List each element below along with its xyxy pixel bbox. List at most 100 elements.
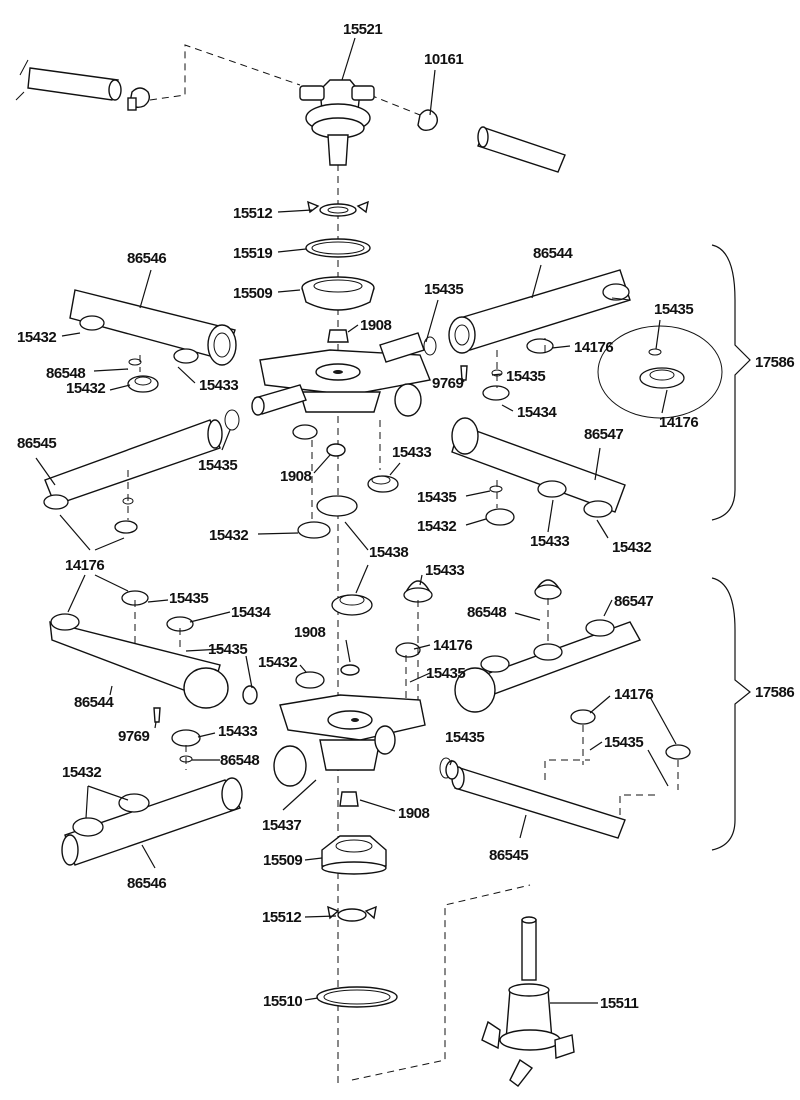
nozzle-axis-lines-upper bbox=[127, 338, 546, 520]
valve-body-15521 bbox=[299, 79, 375, 166]
label-14176-detail: 14176 bbox=[659, 414, 698, 431]
label-15432-g: 15432 bbox=[62, 764, 101, 781]
label-15509-top: 15509 bbox=[233, 285, 272, 302]
part-labels: 15521 10161 15512 15519 15509 1908 15435… bbox=[17, 21, 795, 1012]
arm-86546-upper bbox=[69, 289, 237, 366]
nozzle-axis-lines-lower bbox=[134, 598, 679, 815]
label-15438: 15438 bbox=[369, 544, 408, 561]
nozzles-86546-upper bbox=[79, 315, 199, 393]
label-15521: 15521 bbox=[343, 21, 382, 38]
nozzles-86545-upper bbox=[43, 494, 138, 534]
arm-86544-lower bbox=[49, 621, 229, 709]
label-86548-upper: 86548 bbox=[46, 365, 85, 382]
nozzle-15438 bbox=[331, 594, 373, 616]
label-86547-upper: 86547 bbox=[584, 426, 623, 443]
arm-86546-lower bbox=[61, 777, 243, 866]
nozzles-86547-upper bbox=[485, 480, 613, 526]
label-15435-d: 15435 bbox=[198, 457, 237, 474]
label-15435-g: 15435 bbox=[208, 641, 247, 658]
bracket-upper bbox=[711, 244, 751, 521]
label-15435-j: 15435 bbox=[445, 729, 484, 746]
nozzles-86544-lower bbox=[50, 590, 194, 632]
label-15434-upper: 15434 bbox=[517, 404, 557, 421]
pipe-stub-upper-left bbox=[224, 384, 307, 431]
label-86546-upper: 86546 bbox=[127, 250, 166, 267]
label-15433-e: 15433 bbox=[218, 723, 257, 740]
label-15433-c: 15433 bbox=[530, 533, 569, 550]
label-15433-a: 15433 bbox=[199, 377, 238, 394]
label-86544-lower: 86544 bbox=[74, 694, 114, 711]
label-1908-b: 1908 bbox=[280, 468, 312, 485]
screw-9769-upper bbox=[460, 365, 468, 381]
label-15435-top: 15435 bbox=[424, 281, 463, 298]
hub-lower bbox=[273, 694, 426, 787]
hose-clamp-right-10161 bbox=[417, 109, 439, 132]
label-10161: 10161 bbox=[424, 51, 463, 68]
fitting-1908-lower bbox=[340, 664, 360, 676]
fitting-1908-bottom bbox=[339, 791, 359, 807]
label-86546-lower: 86546 bbox=[127, 875, 166, 892]
arm-86547-upper bbox=[451, 417, 626, 513]
label-15435-b: 15435 bbox=[506, 368, 545, 385]
label-15432-a: 15432 bbox=[17, 329, 56, 346]
nozzles-86547-lower bbox=[480, 619, 615, 673]
label-14176-d: 14176 bbox=[433, 637, 472, 654]
gasket-15519 bbox=[305, 238, 371, 258]
nut-15509-bottom bbox=[321, 835, 387, 875]
label-1908-d: 1908 bbox=[398, 805, 430, 822]
label-15433-b: 15433 bbox=[392, 444, 431, 461]
label-14176-c: 14176 bbox=[65, 557, 104, 574]
label-15511: 15511 bbox=[600, 995, 639, 1012]
nut-15509-top bbox=[301, 276, 375, 311]
bottom-dash-line bbox=[351, 884, 531, 1081]
pipe-stub-upper-right bbox=[379, 332, 437, 417]
label-15512-bottom: 15512 bbox=[262, 909, 301, 926]
gasket-15510 bbox=[316, 986, 398, 1008]
label-15433-d: 15433 bbox=[425, 562, 464, 579]
screw-9769-lower bbox=[153, 707, 161, 723]
label-86548-b: 86548 bbox=[467, 604, 506, 621]
arm-86545-upper bbox=[44, 419, 223, 506]
nozzles-86545-lower bbox=[570, 709, 691, 760]
arm-86547-lower bbox=[454, 621, 642, 713]
nozzle-15433-lower-top bbox=[403, 580, 433, 603]
label-15432-b: 15432 bbox=[66, 380, 105, 397]
nozzles-center-lower bbox=[242, 642, 459, 780]
hose-clamp-left bbox=[127, 87, 151, 111]
label-86545-lower: 86545 bbox=[489, 847, 528, 864]
valve-15511 bbox=[481, 916, 575, 1087]
bracket-lower bbox=[711, 577, 751, 851]
label-14176-a: 14176 bbox=[574, 339, 613, 356]
label-15435-e: 15435 bbox=[417, 489, 456, 506]
label-15512-top: 15512 bbox=[233, 205, 272, 222]
label-15432-e: 15432 bbox=[612, 539, 651, 556]
label-86545-upper: 86545 bbox=[17, 435, 56, 452]
leader-lines bbox=[35, 37, 677, 1004]
supply-dash-line-right bbox=[369, 94, 421, 116]
label-15432-f: 15432 bbox=[258, 654, 297, 671]
label-15435-detail: 15435 bbox=[654, 301, 693, 318]
label-17586-lower: 17586 bbox=[755, 684, 794, 701]
clip-15512-top bbox=[307, 200, 369, 217]
arm-86545-lower bbox=[439, 757, 626, 839]
label-15437: 15437 bbox=[262, 817, 301, 834]
fitting-1908-top bbox=[327, 329, 349, 343]
nozzle-15433-lower-right bbox=[534, 579, 562, 600]
label-1908-c: 1908 bbox=[294, 624, 326, 641]
label-86544-upper: 86544 bbox=[533, 245, 573, 262]
nozzles-center-upper bbox=[292, 424, 399, 539]
label-86547-lower: 86547 bbox=[614, 593, 653, 610]
supply-pipe-right bbox=[477, 126, 566, 173]
detail-circle-14176 bbox=[597, 297, 723, 419]
label-15434-lower: 15434 bbox=[231, 604, 271, 621]
label-15510: 15510 bbox=[263, 993, 302, 1010]
label-9769-lower: 9769 bbox=[118, 728, 150, 745]
label-15432-d: 15432 bbox=[209, 527, 248, 544]
label-17586-upper: 17586 bbox=[755, 354, 794, 371]
supply-pipe-left bbox=[15, 59, 122, 101]
supply-dash-line bbox=[149, 44, 301, 101]
label-1908-top: 1908 bbox=[360, 317, 392, 334]
clip-15512-bottom bbox=[327, 905, 377, 922]
